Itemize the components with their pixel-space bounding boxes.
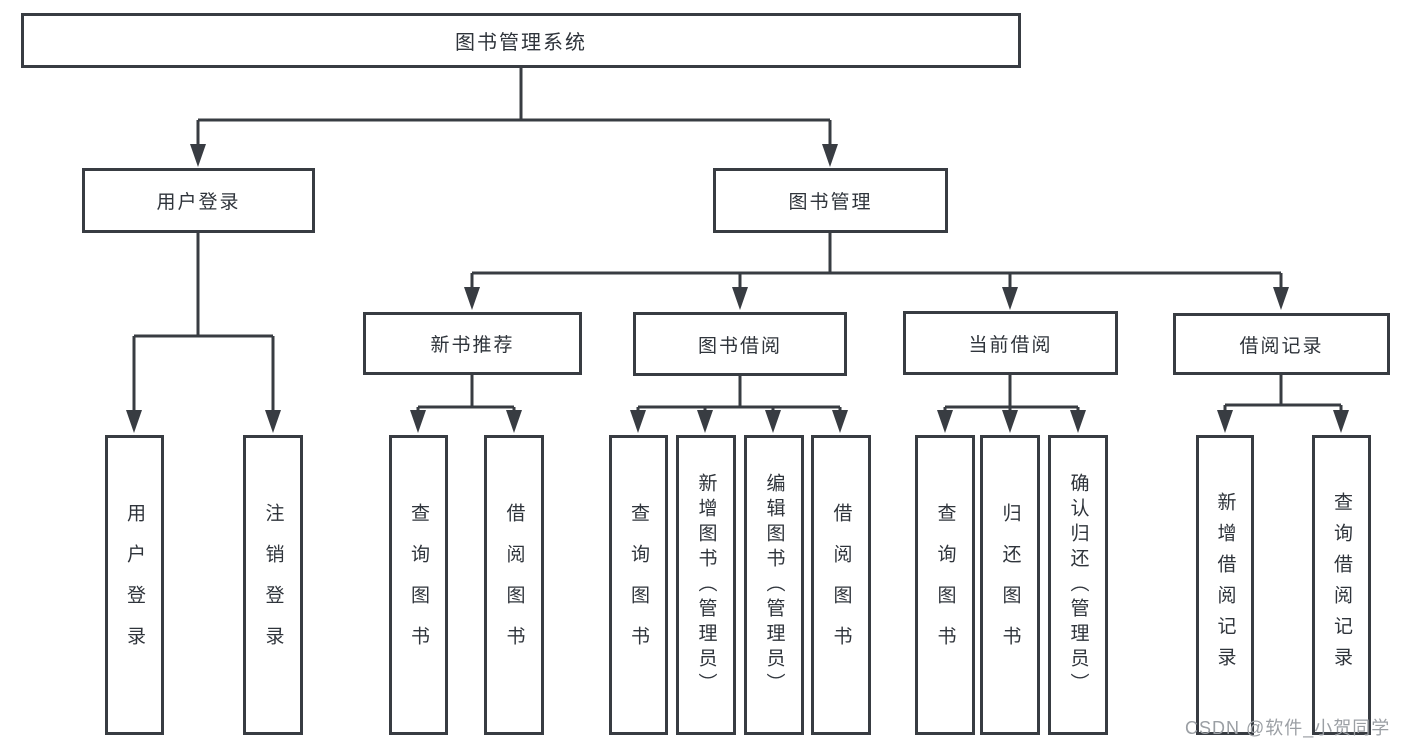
leaf-edit-books-admin: 编辑图书（管理员） (744, 435, 804, 735)
node-label: 用户登录 (124, 503, 145, 667)
leaf-add-books-admin: 新增图书（管理员） (676, 435, 736, 735)
node-book-management: 图书管理 (713, 168, 948, 233)
leaf-borrow-books: 借阅图书 (811, 435, 871, 735)
node-label: 当前借阅 (968, 334, 1053, 356)
node-label: 查询借阅记录 (1331, 492, 1352, 678)
node-label: 图书管理系统 (455, 32, 587, 54)
leaf-borrow-books-recommend: 借阅图书 (484, 435, 544, 735)
leaf-logout: 注销登录 (243, 435, 303, 735)
leaf-query-books-current: 查询图书 (915, 435, 975, 735)
node-label: 用户登录 (156, 192, 241, 213)
node-label: 新书推荐 (430, 335, 515, 356)
node-label: 图书借阅 (697, 335, 782, 357)
node-user-login: 用户登录 (82, 168, 315, 233)
leaf-add-borrow-record: 新增借阅记录 (1196, 435, 1254, 735)
node-label: 查询图书 (408, 503, 429, 667)
node-current-borrowing: 当前借阅 (903, 311, 1118, 375)
leaf-query-books-recommend: 查询图书 (389, 435, 448, 735)
node-label: 确认归还（管理员） (1067, 472, 1089, 698)
node-label: 图书管理 (788, 192, 873, 213)
node-borrowing-records: 借阅记录 (1173, 313, 1390, 375)
leaf-query-books-borrow: 查询图书 (609, 435, 668, 735)
leaf-confirm-return-admin: 确认归还（管理员） (1048, 435, 1108, 735)
csdn-watermark: CSDN @软件_小贺同学 (1185, 718, 1391, 738)
node-library-management-system: 图书管理系统 (21, 13, 1021, 68)
node-label: 归还图书 (999, 503, 1021, 667)
node-label: 借阅记录 (1239, 335, 1324, 357)
node-label: 借阅图书 (830, 503, 852, 667)
leaf-query-borrow-record: 查询借阅记录 (1312, 435, 1371, 735)
node-label: 新增借阅记录 (1214, 492, 1236, 678)
leaf-user-login: 用户登录 (105, 435, 164, 735)
node-new-book-recommendation: 新书推荐 (363, 312, 582, 375)
node-label: 查询图书 (934, 503, 956, 667)
leaf-return-books: 归还图书 (980, 435, 1040, 735)
node-label: 编辑图书（管理员） (763, 472, 785, 698)
node-book-borrowing: 图书借阅 (633, 312, 847, 376)
node-label: 查询图书 (628, 503, 649, 667)
node-label: 借阅图书 (503, 503, 525, 667)
node-label: 注销登录 (262, 503, 284, 667)
node-label: 新增图书（管理员） (695, 472, 717, 698)
